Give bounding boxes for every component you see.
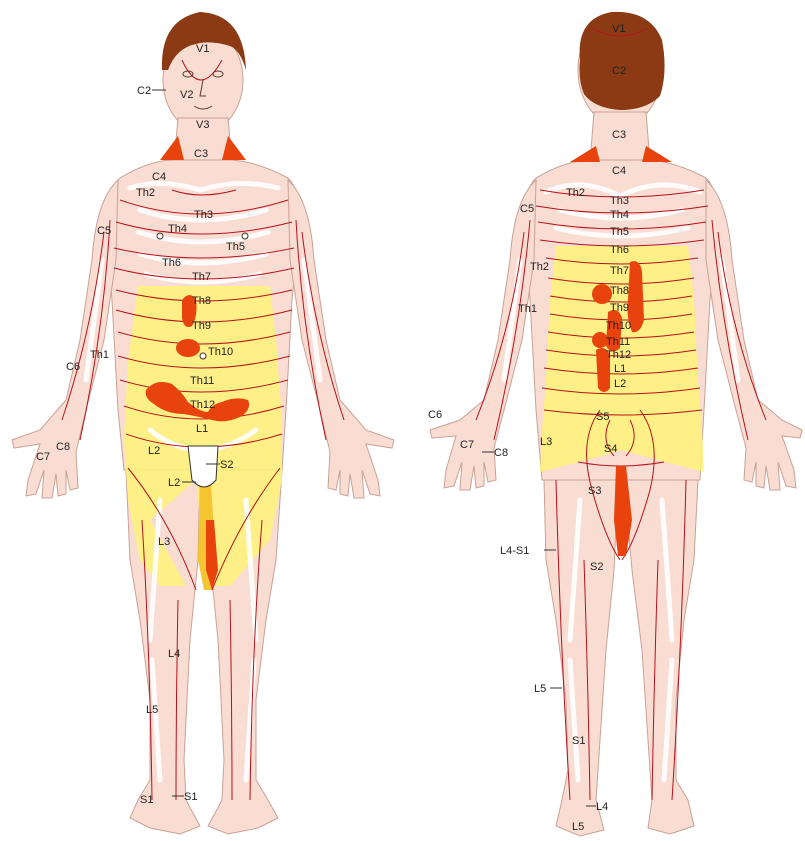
label-back-L5b: L5 [572, 821, 584, 833]
label-back-Th1: Th1 [518, 303, 537, 315]
label-front-L4: L4 [168, 648, 180, 660]
label-front-L2a: L2 [148, 445, 160, 457]
label-front-S1b: S1 [184, 791, 197, 803]
label-front-C7: C7 [36, 451, 50, 463]
label-back-C4: C4 [612, 165, 626, 177]
label-front-Th4: Th4 [168, 223, 187, 235]
front-navel [200, 353, 206, 359]
label-back-C2: C2 [612, 65, 626, 77]
label-front-Th2: Th2 [136, 187, 155, 199]
label-back-Th2a: Th2 [566, 187, 585, 199]
label-back-L5: L5 [534, 683, 546, 695]
label-front-V1: V1 [196, 43, 209, 55]
label-back-C3: C3 [612, 129, 626, 141]
label-back-Th12: Th12 [606, 349, 631, 361]
front-figure: V1 C2 V2 V3 C3 C4 Th2 Th3 C5 Th4 Th5 Th6… [12, 12, 394, 834]
label-front-Th7: Th7 [192, 271, 211, 283]
label-back-S3: S3 [588, 485, 601, 497]
label-back-Th10: Th10 [606, 320, 631, 332]
label-back-S2: S2 [590, 561, 603, 573]
label-front-V2: V2 [180, 89, 193, 101]
label-front-C4: C4 [152, 171, 166, 183]
label-back-Th11: Th11 [606, 336, 630, 348]
label-back-L3: L3 [540, 436, 552, 448]
label-back-Th8: Th8 [610, 285, 629, 297]
label-front-Th9: Th9 [192, 320, 211, 332]
back-figure: V1 C2 C3 C4 Th2 Th3 C5 Th4 Th5 Th6 Th2 T… [428, 12, 802, 836]
label-front-Th10: Th10 [208, 346, 233, 358]
label-front-C2: C2 [137, 85, 151, 97]
label-front-Th12: Th12 [190, 399, 215, 411]
label-back-C8: C8 [494, 447, 508, 459]
label-back-Th6: Th6 [610, 244, 629, 256]
label-back-C7: C7 [460, 439, 474, 451]
label-front-C5: C5 [97, 225, 111, 237]
label-front-L1: L1 [196, 423, 208, 435]
label-front-V3: V3 [196, 119, 209, 131]
label-front-Th1: Th1 [90, 349, 109, 361]
label-front-S2: S2 [220, 459, 233, 471]
label-front-Th6: Th6 [162, 257, 181, 269]
label-back-S4: S4 [604, 443, 617, 455]
label-front-L5: L5 [146, 704, 158, 716]
label-front-C8: C8 [56, 441, 70, 453]
label-front-Th5: Th5 [226, 241, 245, 253]
label-back-Th7: Th7 [610, 265, 629, 277]
label-back-V1: V1 [612, 23, 625, 35]
label-back-Th9: Th9 [610, 302, 629, 314]
label-back-L4: L4 [596, 801, 608, 813]
label-back-S5: S5 [596, 411, 609, 423]
label-front-Th11: Th11 [190, 375, 214, 387]
label-front-C3: C3 [194, 148, 208, 160]
label-front-L2b: L2 [168, 477, 180, 489]
label-front-S1a: S1 [140, 794, 153, 806]
label-back-Th3: Th3 [610, 195, 629, 207]
label-front-Th8: Th8 [192, 295, 211, 307]
label-back-Th2b: Th2 [530, 261, 549, 273]
label-front-C6: C6 [66, 361, 80, 373]
front-genital-outline [188, 446, 218, 487]
label-back-C5: C5 [520, 203, 534, 215]
label-back-L2: L2 [614, 378, 626, 390]
label-front-L3: L3 [158, 536, 170, 548]
label-back-L4S1: L4-S1 [500, 545, 529, 557]
label-back-Th4: Th4 [610, 209, 629, 221]
label-back-L1: L1 [614, 363, 626, 375]
label-front-Th3: Th3 [194, 209, 213, 221]
label-back-C6: C6 [428, 409, 442, 421]
label-back-S1: S1 [572, 735, 585, 747]
label-back-Th5: Th5 [610, 226, 629, 238]
